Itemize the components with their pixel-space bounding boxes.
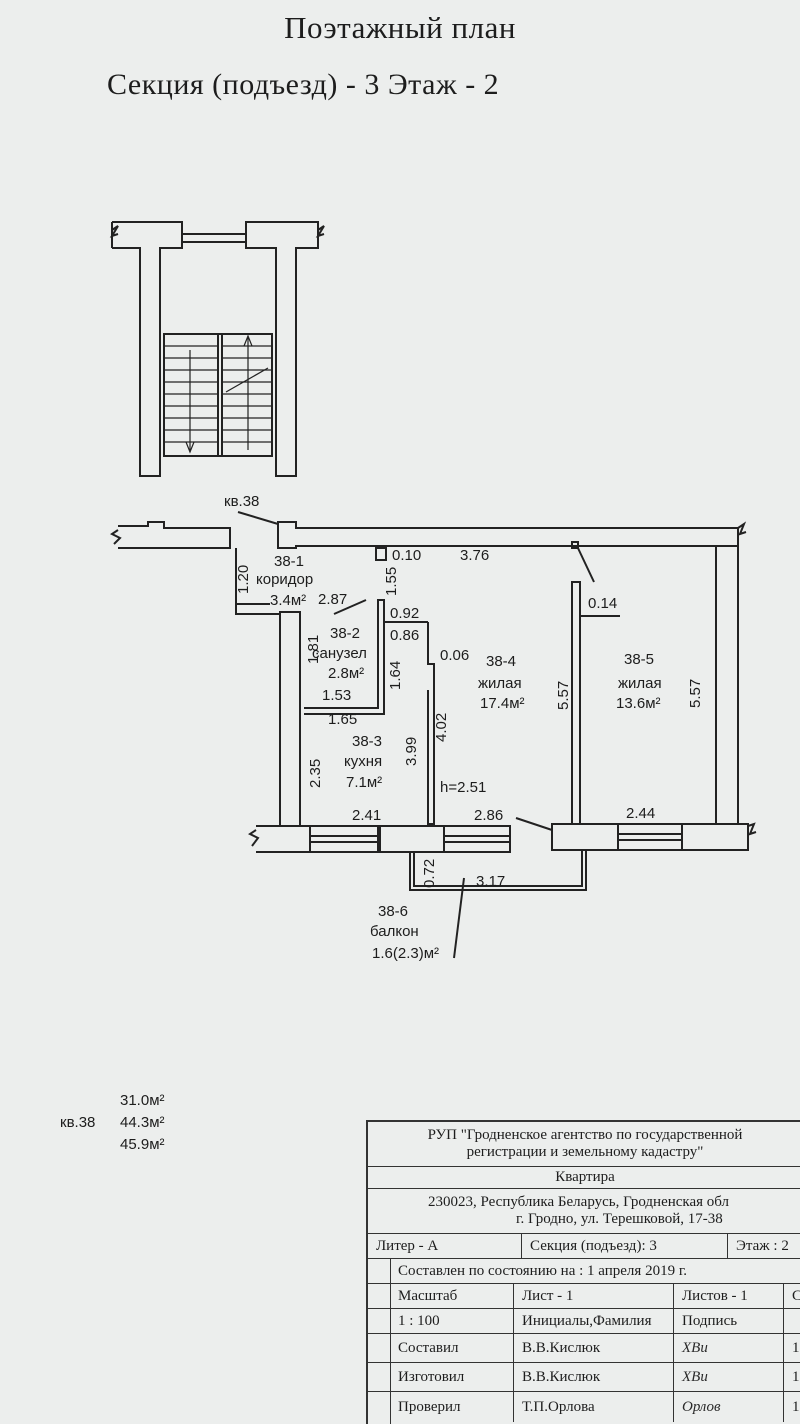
room-38-1-area: 3.4м²	[270, 592, 306, 609]
room-38-4-id: 38-4	[486, 653, 516, 670]
stamp-sheets: Листов - 1	[674, 1284, 784, 1308]
stamp-extra-col: С	[792, 1287, 800, 1304]
room-38-2-area: 2.8м²	[328, 665, 364, 682]
stamp-initials-label: Инициалы,Фамилия	[514, 1309, 674, 1333]
room-38-2-id: 38-2	[330, 625, 360, 642]
dim-label: 2.44	[626, 805, 655, 822]
room-38-3-name: кухня	[344, 753, 382, 770]
stamp-address-row: 230023, Республика Беларусь, Гродненская…	[368, 1189, 800, 1234]
staircase-block	[109, 221, 325, 477]
stamp-role: Изготовил	[390, 1363, 514, 1391]
stamp-name: В.В.Кислюк	[514, 1363, 674, 1391]
stamp-address-line2: г. Гродно, ул. Терешковой, 17-38	[516, 1211, 723, 1227]
total-area: 44.3м²	[120, 1114, 165, 1131]
stair-steps	[164, 334, 272, 454]
dimensions: 0.10 3.76 1.20 1.55 2.87 0.92 0.86 0.06 …	[235, 547, 704, 890]
stamp-signer-row: Проверил Т.П.Орлова Орлов 1(	[368, 1392, 800, 1422]
dim-label: 5.57	[555, 681, 572, 710]
stamp-date: 1	[792, 1339, 800, 1356]
stamp-section: Секция (подъезд): 3	[522, 1234, 728, 1258]
stamp-scale-label: Масштаб	[390, 1284, 514, 1308]
total-living-area: 31.0м²	[120, 1092, 165, 1109]
stamp-signature-label: Подпись	[674, 1309, 784, 1333]
room-38-6-area: 1.6(2.3)м²	[372, 945, 439, 962]
dim-label: 1.55	[383, 567, 400, 596]
stamp-sheet-row: Масштаб Лист - 1 Листов - 1 С	[368, 1284, 800, 1309]
stamp-org-line1: РУП "Гродненское агентство по государств…	[427, 1127, 743, 1143]
stamp-signer-row: Составил В.В.Кислюк ХВи 1	[368, 1334, 800, 1363]
title-block: РУП "Гродненское агентство по государств…	[366, 1120, 800, 1424]
dim-label: 0.10	[392, 547, 421, 564]
stamp-signer-row: Изготовил В.В.Кислюк ХВи 1	[368, 1363, 800, 1392]
dim-label: 2.35	[307, 759, 324, 788]
stamp-org-row: РУП "Гродненское агентство по государств…	[368, 1122, 800, 1167]
dim-label: 0.72	[421, 859, 438, 888]
page-title: Поэтажный план	[284, 10, 516, 45]
stamp-divider	[390, 1259, 391, 1424]
dim-label: 0.06	[440, 647, 469, 664]
room-38-1-id: 38-1	[274, 553, 304, 570]
dim-label: 3.17	[476, 873, 505, 890]
room-38-5-id: 38-5	[624, 651, 654, 668]
dim-label: h=2.51	[440, 779, 486, 796]
stamp-org-line2: регистрации и земельному кадастру"	[466, 1144, 704, 1160]
signature-mark: ХВи	[674, 1363, 784, 1391]
room-38-2-name: санузел	[312, 645, 367, 662]
dim-label: 0.14	[588, 595, 617, 612]
stamp-address-line1: 230023, Республика Беларусь, Гродненская…	[428, 1194, 730, 1210]
page-subtitle: Секция (подъезд) - 3 Этаж - 2	[107, 68, 500, 101]
room-38-3-area: 7.1м²	[346, 774, 382, 791]
dim-label: 2.86	[474, 807, 503, 824]
room-38-3-id: 38-3	[352, 733, 382, 750]
stamp-object-row: Квартира	[368, 1167, 800, 1189]
stamp-floor: Этаж : 2	[736, 1237, 789, 1254]
dim-label: 3.99	[403, 737, 420, 766]
stamp-role: Составил	[390, 1334, 514, 1362]
dim-label: 1.64	[387, 661, 404, 690]
stamp-date: 1	[792, 1368, 800, 1385]
totals-label: кв.38	[60, 1114, 96, 1131]
dim-label: 1.53	[322, 687, 351, 704]
signature-mark: ХВи	[674, 1334, 784, 1362]
room-38-6-name: балкон	[370, 923, 419, 940]
dim-label: 3.76	[460, 547, 489, 564]
total-area-with-balcony: 45.9м²	[120, 1136, 165, 1153]
stamp-role: Проверил	[390, 1392, 514, 1422]
dim-label: 0.92	[390, 605, 419, 622]
dim-label: 2.41	[352, 807, 381, 824]
room-38-1-name: коридор	[256, 571, 313, 588]
dim-label: 2.87	[318, 591, 347, 608]
apartment-walls	[110, 511, 757, 959]
dim-label: 0.86	[390, 627, 419, 644]
stamp-date: 1(	[792, 1398, 800, 1415]
stamp-date-row: Составлен по состоянию на : 1 апреля 201…	[368, 1259, 800, 1284]
room-38-5-name: жилая	[618, 675, 662, 692]
room-38-5-area: 13.6м²	[616, 695, 661, 712]
room-38-6-id: 38-6	[378, 903, 408, 920]
dim-label: 5.57	[687, 679, 704, 708]
dim-label: 1.20	[235, 565, 252, 594]
stamp-liter-row: Литер - А Секция (подъезд): 3 Этаж : 2	[368, 1234, 800, 1259]
room-38-4-name: жилая	[478, 675, 522, 692]
room-labels: 38-1 коридор 3.4м² 38-2 санузел 2.8м² 38…	[224, 493, 662, 962]
stamp-date-line: Составлен по состоянию на : 1 апреля 201…	[398, 1262, 688, 1279]
stamp-header-row: 1 : 100 Инициалы,Фамилия Подпись	[368, 1309, 800, 1334]
dim-label: 1.81	[305, 635, 322, 664]
apartment-label: кв.38	[224, 493, 259, 510]
stamp-scale-value: 1 : 100	[390, 1309, 514, 1333]
stamp-sheet: Лист - 1	[514, 1284, 674, 1308]
floor-plan-drawing: 38-1 коридор 3.4м² 38-2 санузел 2.8м² 38…	[109, 221, 757, 962]
dim-label: 4.02	[433, 713, 450, 742]
room-38-4-area: 17.4м²	[480, 695, 525, 712]
signature-mark: Орлов	[674, 1392, 784, 1422]
stamp-object: Квартира	[555, 1169, 615, 1185]
stamp-name: Т.П.Орлова	[514, 1392, 674, 1422]
dim-label: 1.65	[328, 711, 357, 728]
stamp-liter: Литер - А	[368, 1234, 522, 1258]
stamp-name: В.В.Кислюк	[514, 1334, 674, 1362]
